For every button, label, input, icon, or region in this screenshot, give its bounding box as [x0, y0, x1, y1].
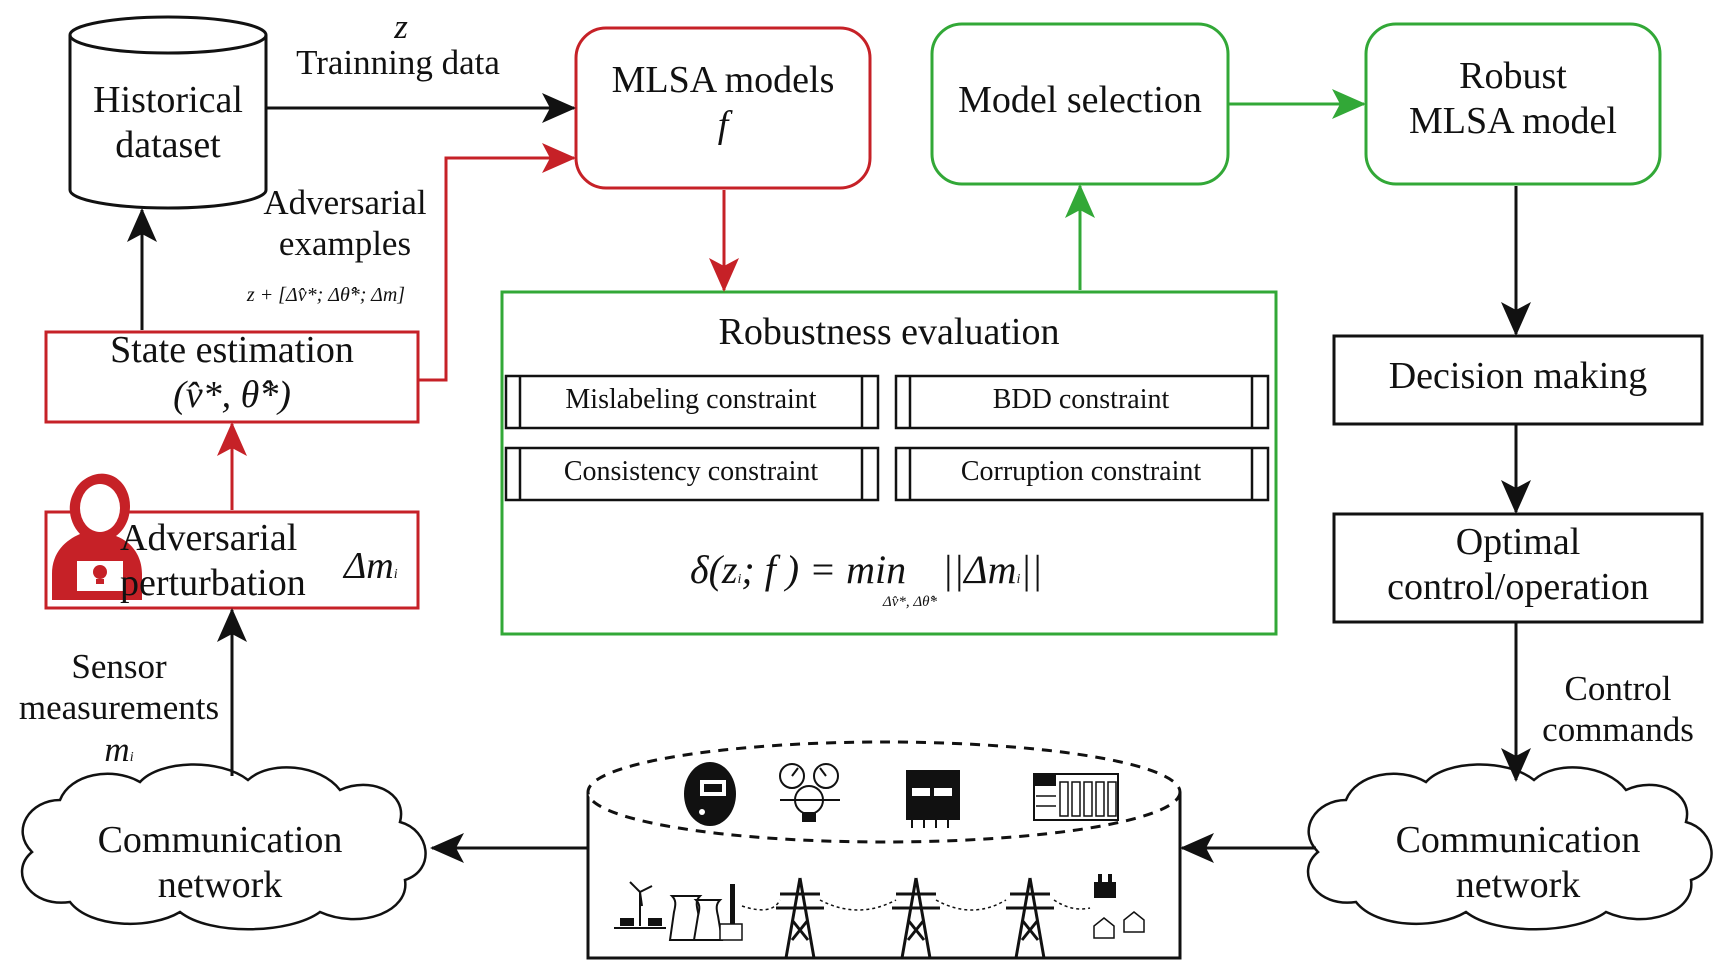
robust-mlsa-node: [1364, 22, 1662, 186]
historical-dataset-node: [68, 15, 268, 210]
arrow-adversarial-examples: [418, 143, 576, 382]
state-estimation-node: [44, 330, 420, 424]
decision-making-node: [1332, 334, 1704, 426]
consistency-constraint-box: [504, 446, 880, 502]
factory-icon: [1094, 874, 1116, 898]
bdd-constraint-label: BDD constraint: [992, 384, 1170, 415]
comm-network-left-cloud: [20, 763, 427, 931]
robustness-formula: δ(zi; f ) = min||Δmi||: [690, 547, 1043, 592]
z-label: z: [394, 7, 408, 46]
state-estimation-label: State estimation (v̂*, θ̂*): [110, 329, 354, 416]
control-panel-icon: [1033, 773, 1119, 821]
gauge-icon: [779, 763, 840, 822]
house-icon: [1093, 911, 1145, 939]
wind-turbine-icon: [614, 881, 666, 929]
hacker-icon: [52, 473, 142, 600]
relay-icon: [906, 770, 960, 828]
decision-making-label: Decision making: [1388, 355, 1648, 397]
mlsa-models-label: MLSA models f: [611, 59, 835, 146]
mislabeling-constraint-box: [504, 374, 880, 430]
robustness-evaluation-title: Robustness evaluation: [718, 311, 1060, 353]
power-plant-icon: [668, 884, 743, 941]
mislabeling-constraint-label: Mislabeling constraint: [565, 384, 817, 415]
model-selection-label: Model selection: [958, 79, 1202, 121]
corruption-constraint-box: [894, 446, 1270, 502]
meter-icon: [684, 762, 736, 826]
adversarial-formula-label: z + [Δv̂*; Δθ̂*; Δm]: [246, 284, 406, 306]
robustness-formula-under: Δv̂*, Δθ̂*: [882, 594, 938, 610]
training-data-label: Trainning data: [296, 43, 500, 82]
delta-m-label: Δmi: [344, 545, 398, 587]
power-system-node: [586, 740, 1182, 960]
bdd-constraint-box: [894, 374, 1270, 430]
consistency-constraint-label: Consistency constraint: [563, 456, 819, 487]
mlsa-models-node: [574, 26, 872, 190]
corruption-constraint-label: Corruption constraint: [960, 456, 1202, 487]
optimal-control-node: [1332, 512, 1704, 624]
transmission-tower-icon: [741, 877, 1091, 959]
